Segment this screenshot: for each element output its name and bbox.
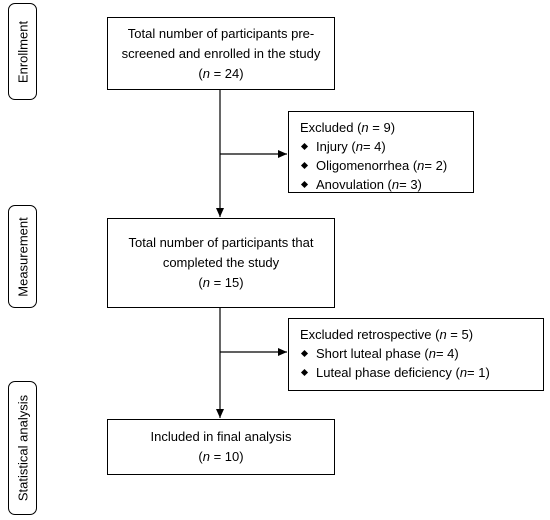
completed-line-2: completed the study	[162, 255, 280, 270]
completed-count: (n = 15)	[198, 275, 244, 290]
excluded-box: Excluded (n = 9) Injury (n = 4) Oligomen…	[288, 111, 474, 193]
excluded-item-injury: Injury (n = 4)	[300, 137, 473, 156]
excluded-item-oligomenorrhea: Oligomenorrhea (n = 2)	[300, 156, 473, 175]
completed-n-value: = 15)	[209, 275, 244, 290]
bullet-diamond-icon	[300, 349, 309, 358]
bullet-diamond-icon	[300, 161, 309, 170]
bullet-diamond-icon	[300, 142, 309, 151]
final-line-1: Included in final analysis	[150, 429, 292, 444]
stage-label-statistical-analysis-text: Statistical analysis	[15, 394, 30, 502]
excluded-item-anovulation: Anovulation (n = 3)	[300, 175, 473, 194]
completed-line-1: Total number of participants that	[128, 235, 314, 250]
completed-box: Total number of participants that comple…	[107, 218, 335, 308]
enrolled-line-1: Total number of participants pre-	[127, 25, 315, 41]
final-count: (n = 10)	[198, 449, 244, 464]
enrolled-n-value: = 24)	[209, 65, 244, 81]
final-analysis-box: Included in final analysis (n = 10)	[107, 419, 335, 475]
completed-n-label: n	[202, 275, 210, 290]
excluded-retrospective-box: Excluded retrospective (n = 5) Short lut…	[288, 318, 544, 391]
stage-label-enrollment: Enrollment	[8, 3, 37, 100]
excluded-retro-title: Excluded retrospective (n = 5)	[300, 327, 474, 342]
excluded-title: Excluded (n = 9)	[300, 120, 396, 135]
enrolled-box: Total number of participants pre- screen…	[107, 17, 335, 90]
enrolled-n-label: n	[202, 65, 210, 81]
bullet-diamond-icon	[300, 368, 309, 377]
bullet-diamond-icon	[300, 180, 309, 189]
excluded-retro-item-luteal-deficiency: Luteal phase deficiency (n = 1)	[300, 363, 543, 382]
enrolled-line-2: screened and enrolled in the study	[121, 45, 321, 61]
stage-label-measurement-text: Measurement	[15, 216, 30, 297]
stage-label-statistical-analysis: Statistical analysis	[8, 381, 37, 515]
final-n-value: = 10)	[209, 449, 244, 464]
excluded-retro-item-short-luteal: Short luteal phase (n = 4)	[300, 344, 543, 363]
stage-label-enrollment-text: Enrollment	[15, 20, 30, 83]
final-n-label: n	[202, 449, 210, 464]
stage-label-measurement: Measurement	[8, 205, 37, 308]
enrolled-count: (n = 24)	[198, 65, 244, 81]
